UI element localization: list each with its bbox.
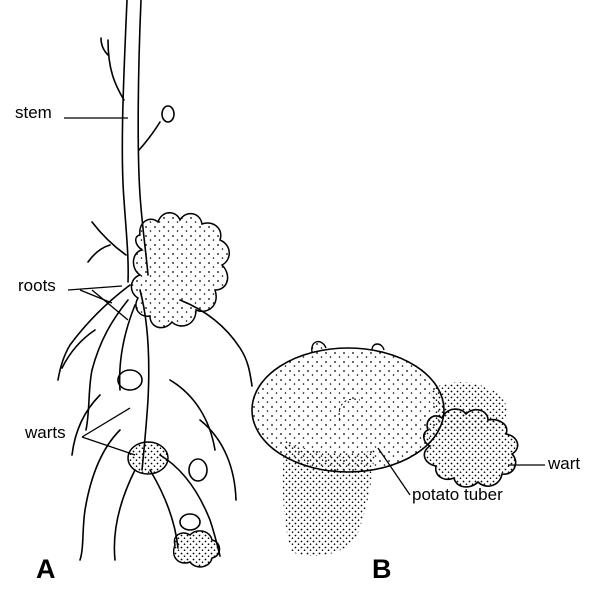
root-lower-3 <box>150 470 178 548</box>
label-warts: warts <box>25 424 66 441</box>
potato-tuber-shape <box>252 348 444 472</box>
warts-leader-1 <box>82 408 130 437</box>
stem-wart <box>131 213 229 328</box>
root-right-2 <box>170 380 215 450</box>
stem-shape <box>122 0 128 282</box>
panel-label-a: A <box>36 556 56 583</box>
root-nodule-3 <box>118 370 142 390</box>
roots-leader-3 <box>80 290 112 303</box>
tuber-bud-right <box>372 344 384 350</box>
label-wart: wart <box>548 455 580 472</box>
roots-leader-2 <box>92 290 128 320</box>
root-upper <box>88 222 126 262</box>
root-nodule <box>180 514 200 530</box>
side-shoot-right <box>139 122 160 150</box>
root-nodule-2 <box>189 459 207 481</box>
warts-leader-2 <box>82 437 135 455</box>
tuber-drawing <box>252 342 518 556</box>
root-lower-2 <box>114 470 135 560</box>
bud <box>162 106 174 122</box>
label-roots: roots <box>18 277 56 294</box>
roots-leader-1 <box>68 286 122 290</box>
root-right-3 <box>200 420 236 500</box>
root-left-3 <box>120 305 135 390</box>
panel-label-b: B <box>372 556 392 583</box>
root-wart-1 <box>128 442 168 474</box>
label-potato-tuber: potato tuber <box>412 486 503 503</box>
side-shoot-left <box>101 38 124 100</box>
root-wart-2 <box>174 531 220 567</box>
label-stem: stem <box>15 104 52 121</box>
